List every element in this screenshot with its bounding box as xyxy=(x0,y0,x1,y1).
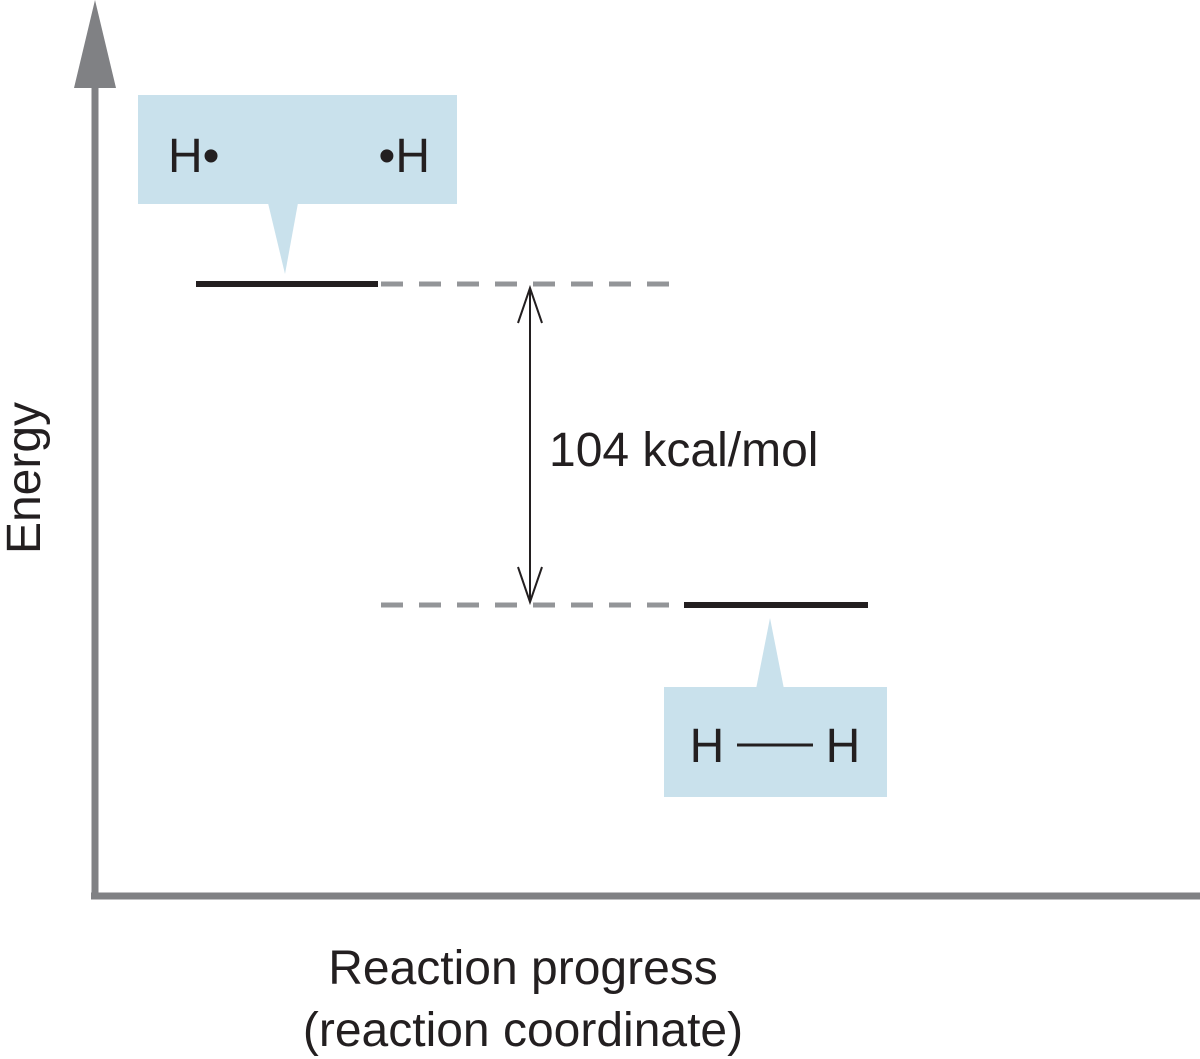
lower-right-atom: H xyxy=(826,720,861,773)
upper-state-callout: H• •H xyxy=(138,95,457,274)
x-axis-label-line1: Reaction progress xyxy=(328,942,718,995)
upper-callout-box xyxy=(138,95,457,204)
y-axis-label: Energy xyxy=(0,402,51,554)
axes xyxy=(74,0,1200,900)
lower-left-atom: H xyxy=(690,720,725,773)
upper-right-atom: •H xyxy=(379,130,430,183)
x-axis-label-line2: (reaction coordinate) xyxy=(303,1004,743,1057)
upper-left-atom: H• xyxy=(168,130,219,183)
lower-callout-pointer xyxy=(756,618,784,689)
arrow-down-head-icon xyxy=(517,566,543,606)
y-axis-arrowhead-icon xyxy=(74,0,116,88)
energy-gap-label: 104 kcal/mol xyxy=(549,424,818,477)
upper-callout-pointer xyxy=(268,203,298,274)
arrow-up-head-icon xyxy=(517,284,543,324)
lower-state-callout: H H xyxy=(664,618,887,797)
lower-callout-box xyxy=(664,687,887,797)
energy-gap-arrow xyxy=(517,284,543,606)
